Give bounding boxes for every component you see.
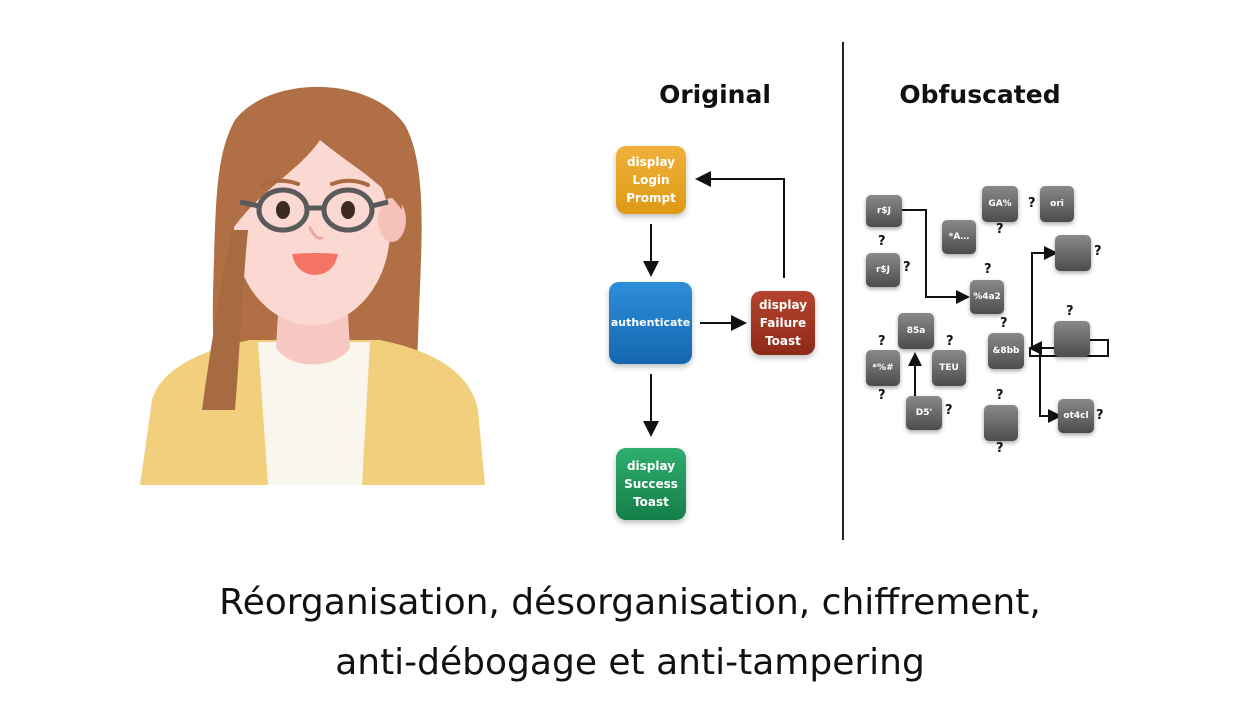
question-mark: ? xyxy=(1028,196,1036,211)
heading-obfuscated: Obfuscated xyxy=(899,80,1061,109)
obf-box xyxy=(1055,235,1091,271)
obf-box: *%# xyxy=(866,350,900,386)
glasses xyxy=(239,187,389,233)
node-label: display Login Prompt xyxy=(626,155,676,205)
node-display-success-toast: display Success Toast xyxy=(616,448,686,520)
node-label: display Failure Toast xyxy=(758,298,808,348)
original-flow-arrows xyxy=(643,171,785,437)
obf-label: *%# xyxy=(872,363,894,373)
caption-line-1: Réorganisation, désorganisation, chiffre… xyxy=(219,582,1041,623)
node-label: display Success Toast xyxy=(624,459,678,509)
question-mark: ? xyxy=(946,334,954,349)
obf-label: GA% xyxy=(988,199,1012,209)
question-mark: ? xyxy=(945,403,953,418)
node-authenticate: authenticate xyxy=(609,282,692,364)
obf-box: D5' xyxy=(906,396,942,430)
question-mark: ? xyxy=(903,260,911,275)
obf-label: D5' xyxy=(915,408,933,418)
node-display-failure-toast: display Failure Toast xyxy=(751,291,815,355)
obf-label: *A… xyxy=(948,232,970,242)
obf-box: r$J xyxy=(866,253,900,287)
person-illustration xyxy=(140,86,485,485)
obf-box xyxy=(1054,321,1090,357)
question-mark: ? xyxy=(1000,316,1008,331)
ear xyxy=(378,198,406,242)
divider xyxy=(842,42,844,540)
node-display-login-prompt: display Login Prompt xyxy=(616,146,686,214)
obf-box: &8bb xyxy=(988,333,1024,369)
obf-label: ori xyxy=(1050,199,1064,209)
right-eye xyxy=(341,201,355,219)
obf-box: r$J xyxy=(866,195,902,227)
question-mark: ? xyxy=(996,441,1004,456)
question-mark: ? xyxy=(878,234,886,249)
question-mark: ? xyxy=(1094,244,1102,259)
node-label: authenticate xyxy=(610,316,691,329)
obf-box: ot4cl xyxy=(1058,399,1094,433)
obfuscated-flow-arrows xyxy=(902,209,1109,423)
obf-label: r$J xyxy=(876,206,892,216)
obf-box: TEU xyxy=(932,350,966,386)
obf-label: %4a2 xyxy=(973,292,1001,302)
obf-label: r$J xyxy=(875,265,891,275)
obf-label: TEU xyxy=(939,363,959,373)
question-mark: ? xyxy=(1066,304,1074,319)
obf-label: 85a xyxy=(906,326,926,336)
obf-box: GA% xyxy=(982,186,1018,222)
obf-label: ot4cl xyxy=(1063,411,1089,421)
heading-original: Original xyxy=(659,80,771,109)
caption-line-2: anti-débogage et anti-tampering xyxy=(335,642,925,683)
obf-box xyxy=(984,405,1018,441)
question-mark: ? xyxy=(996,222,1004,237)
obf-box: *A… xyxy=(942,220,976,254)
question-mark: ? xyxy=(984,262,992,277)
obf-label: &8bb xyxy=(992,346,1020,356)
question-mark: ? xyxy=(878,334,886,349)
obf-box: %4a2 xyxy=(970,280,1004,314)
obf-box: 85a xyxy=(898,313,934,349)
question-mark: ? xyxy=(996,388,1004,403)
hair-front xyxy=(231,108,402,230)
hair-left-strand xyxy=(202,230,248,410)
obf-box: ori xyxy=(1040,186,1074,222)
shirt xyxy=(258,342,370,485)
question-mark: ? xyxy=(1096,408,1104,423)
mouth xyxy=(292,253,338,275)
question-mark: ? xyxy=(878,388,886,403)
left-eye xyxy=(276,201,290,219)
